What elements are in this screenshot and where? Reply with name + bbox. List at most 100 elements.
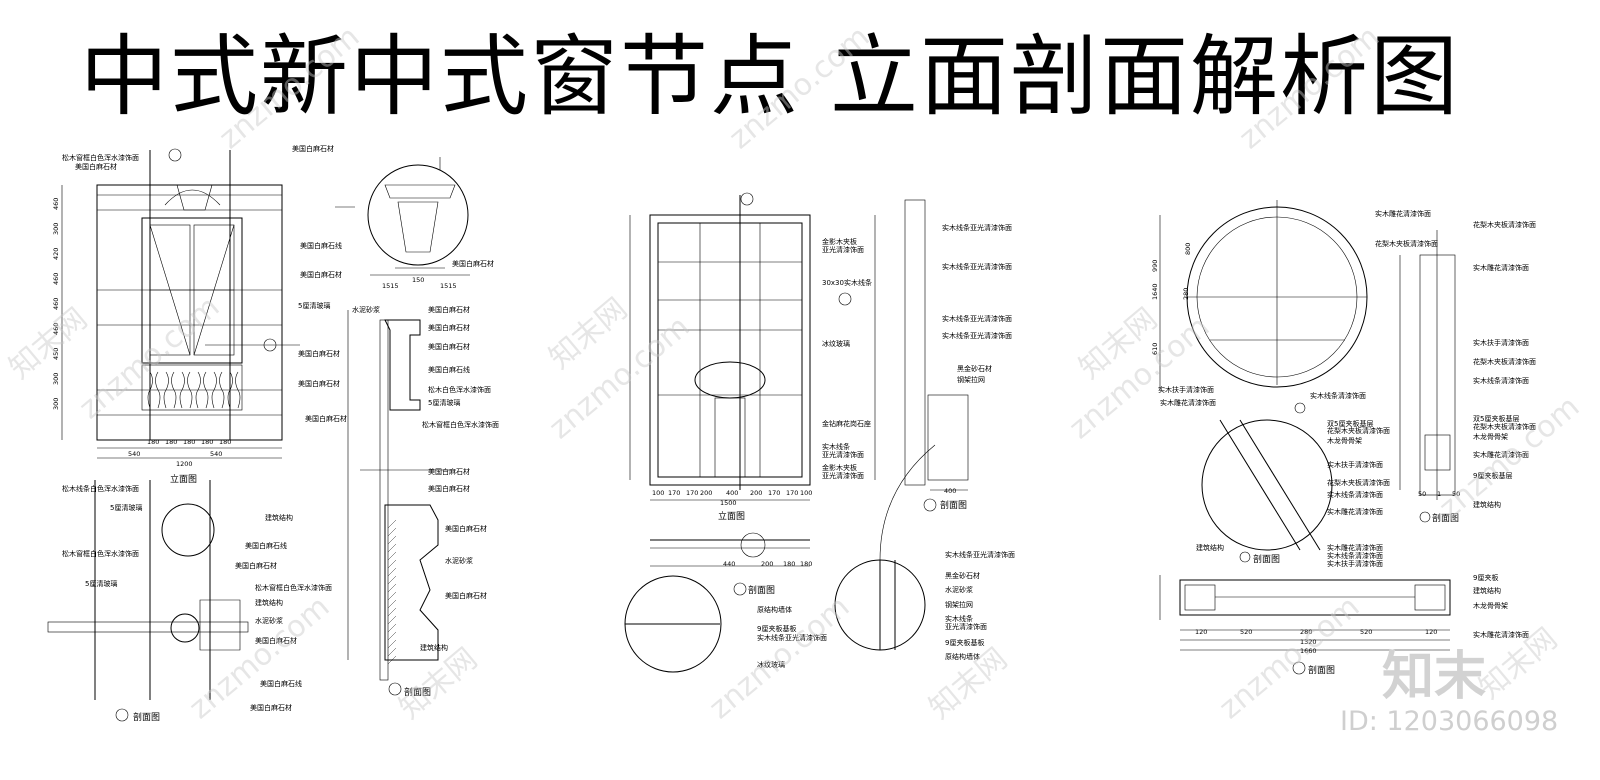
panel3-elevation [1159, 200, 1368, 414]
label-p1-5: 5厘清玻璃 [298, 301, 330, 310]
hatch-line [387, 607, 397, 617]
label-p1p-4: 美国白麻石线 [245, 541, 287, 550]
label-p1p-10: 美国白麻石材 [255, 636, 297, 645]
hatch-line [387, 559, 397, 569]
watermark-brand: 知末网 [3, 301, 94, 386]
dim-p1-540b: 540 [210, 450, 222, 458]
panel3-side-section [1399, 230, 1456, 523]
label-p3sec-0: 双5厘夹板基层 [1327, 419, 1373, 428]
label-p2d-3: 钢架拉网 [945, 600, 973, 609]
label-p1s-0: 水泥砂浆 [352, 305, 380, 314]
label-p1s-10: 美国白麻石材 [445, 524, 487, 533]
dim-p3-3: 280 [1182, 288, 1190, 300]
dim-p2-bottom-5: 200 [750, 489, 762, 497]
label-p1p-1: 5厘清玻璃 [110, 503, 142, 512]
dim-p2-bottom-4: 400 [726, 489, 738, 497]
label-p3plan-6: 实木雕花清漆饰面 [1473, 630, 1529, 639]
baluster [211, 371, 225, 409]
watermark-text: znzmo.com [723, 19, 877, 156]
label-p2-2: 30x30实木线条 [822, 278, 872, 287]
label-p2s-2: 实木线条亚光清漆饰面 [942, 314, 1012, 323]
caption-p3-plan: 剖面图 [1308, 664, 1335, 676]
dim-p3plan-3: 520 [1360, 628, 1372, 636]
label-p1p-11: 美国白麻石线 [260, 679, 302, 688]
dim-p1-left-2: 420 [52, 248, 60, 260]
label-p1p-9: 水泥砂浆 [255, 616, 283, 625]
caption-p1-plan: 剖面图 [133, 711, 160, 723]
label-p1p-6: 5厘清玻璃 [85, 579, 117, 588]
dim-p2-bottom-8: 100 [800, 489, 812, 497]
label-p2d-1: 黑金砂石材 [945, 571, 980, 580]
label-p2s-1: 实木线条亚光清漆饰面 [942, 262, 1012, 271]
watermark-text: znzmo.com [1433, 389, 1587, 526]
label-p3side-0: 花梨木夹板清漆饰面 [1473, 220, 1536, 229]
dim-p3plan-5: 1320 [1300, 638, 1317, 646]
dim-p3plan-2: 280 [1300, 628, 1312, 636]
label-p2-5: 实木线条 [822, 442, 850, 451]
label-p1p-2: 松木窗框白色浑水漆饰面 [62, 549, 139, 558]
hatch-line [387, 599, 397, 609]
label-p2p-3: 冰纹玻璃 [757, 660, 785, 669]
label-p3plan-3: 9厘夹板 [1473, 573, 1498, 582]
label-p1s-2: 美国白麻石材 [428, 323, 470, 332]
baluster [195, 371, 209, 409]
dim-p1-left-6: 450 [52, 348, 60, 360]
label-p2d-6: 9厘夹板基板 [945, 638, 984, 647]
dim-p2-bottom-2: 170 [686, 489, 698, 497]
label-p2-6: 亚光清漆饰面 [822, 450, 864, 459]
hatch-line [387, 535, 397, 545]
dim-p1-left-7: 300 [52, 373, 60, 385]
label-p1-4: 美国白麻石材 [300, 270, 342, 279]
label-p1p-12: 美国白麻石材 [250, 703, 292, 712]
label-p2p-2: 实木线条亚光清漆饰面 [757, 633, 827, 642]
dim-p1-left-1: 300 [52, 223, 60, 235]
label-p3sec-1: 花梨木夹板清漆饰面 [1327, 426, 1390, 435]
hatch-line [387, 639, 397, 649]
caption-p1-elevation: 立面图 [170, 473, 197, 485]
label-p2s-5: 钢架拉网 [957, 375, 985, 384]
label-p1s-5: 松木白色浑水漆饰面 [428, 385, 491, 394]
dim-p3side-0: 50 [1418, 490, 1426, 498]
label-p1s-12: 美国白麻石材 [445, 591, 487, 600]
caption-p2-plan: 剖面图 [748, 584, 775, 596]
dim-p1-bottom-3: 180 [201, 438, 213, 446]
dim-p1-detail-0: 150 [412, 276, 424, 284]
caption-p2-section: 剖面图 [940, 499, 967, 511]
dim-p1-left-3: 460 [52, 273, 60, 285]
dim-p1-bottom-2: 180 [183, 438, 195, 446]
label-p1-7: 美国白麻石材 [298, 379, 340, 388]
label-p1p-7: 松木窗框白色浑水漆饰面 [255, 583, 332, 592]
dim-p2-1500: 1500 [720, 499, 737, 507]
label-p3sec-5: 实木线条清漆饰面 [1327, 490, 1383, 499]
dim-p1-left-5: 460 [52, 323, 60, 335]
label-p1s-3: 美国白麻石材 [428, 342, 470, 351]
hatch-line [387, 631, 397, 641]
baluster [163, 371, 177, 409]
dim-p3-0: 990 [1151, 260, 1159, 272]
label-p3side-7: 木龙骨骨架 [1473, 432, 1508, 441]
panel2-plan [624, 532, 810, 673]
hatch-line [387, 655, 397, 665]
label-p3-2: 实木扶手清漆饰面 [1158, 385, 1214, 394]
watermark-id: ID: 1203066098 [1340, 706, 1559, 737]
label-p1s-9: 美国白麻石材 [428, 484, 470, 493]
caption-p2-elevation: 立面图 [718, 510, 745, 522]
dim-p3-4: 800 [1184, 243, 1192, 255]
label-p3side-3: 花梨木夹板清漆饰面 [1473, 357, 1536, 366]
dim-p2-bottom-3: 200 [700, 489, 712, 497]
hatch-line [387, 575, 397, 585]
watermark-text: znzmo.com [213, 19, 367, 156]
label-p2s-3: 实木线条亚光清漆饰面 [942, 331, 1012, 340]
label-p3side-5: 双5厘夹板基层 [1473, 414, 1519, 423]
label-p3sec-2: 木龙骨骨架 [1327, 436, 1362, 445]
hatch-line [387, 591, 397, 601]
dim-p1-bottom-4: 180 [219, 438, 231, 446]
watermark-text: znzmo.com [1233, 19, 1387, 156]
dim-p3plan-6: 1660 [1300, 647, 1317, 655]
label-p1s-8: 美国白麻石材 [428, 467, 470, 476]
dim-p3plan-4: 120 [1425, 628, 1437, 636]
drawing-title: 中式新中式窗节点 立面剖面解析图 [80, 25, 1460, 128]
label-p2d-2: 水泥砂浆 [945, 585, 973, 594]
dim-p1-left-4: 460 [52, 298, 60, 310]
